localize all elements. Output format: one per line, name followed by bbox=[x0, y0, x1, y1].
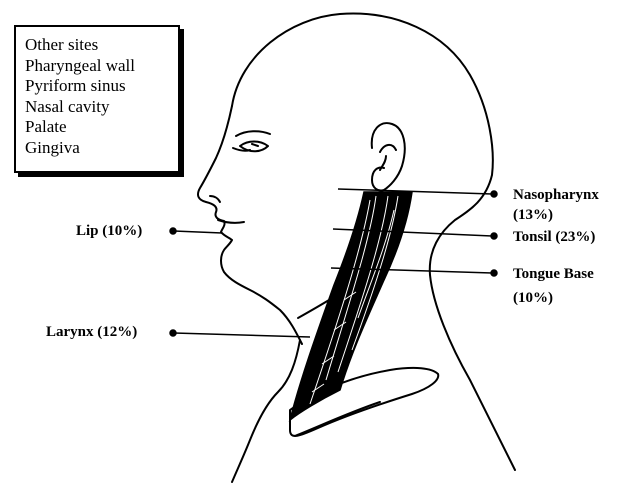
label-nasopharynx-pct: (13%) bbox=[513, 206, 553, 224]
legend-item: Nasal cavity bbox=[25, 97, 178, 118]
label-nasopharynx: Nasopharynx bbox=[513, 186, 599, 204]
eye bbox=[240, 142, 268, 152]
leader-nasopharynx bbox=[338, 189, 492, 194]
leader-larynx bbox=[174, 333, 310, 337]
label-lip: Lip (10%) bbox=[76, 222, 142, 240]
pharynx-region bbox=[290, 192, 412, 420]
legend-item: Gingiva bbox=[25, 138, 178, 159]
legend-item: Pyriform sinus bbox=[25, 76, 178, 97]
legend-item: Other sites bbox=[25, 35, 178, 56]
label-larynx: Larynx (12%) bbox=[46, 323, 137, 341]
ear bbox=[372, 123, 405, 190]
legend-item: Palate bbox=[25, 117, 178, 138]
other-sites-legend: Other sites Pharyngeal wall Pyriform sin… bbox=[14, 25, 180, 173]
legend-item: Pharyngeal wall bbox=[25, 56, 178, 77]
mouth bbox=[218, 220, 244, 223]
label-tongue-base-pct: (10%) bbox=[513, 289, 553, 307]
leader-lip bbox=[174, 231, 222, 233]
label-tonsil: Tonsil (23%) bbox=[513, 228, 595, 246]
label-tongue-base: Tongue Base bbox=[513, 265, 594, 283]
